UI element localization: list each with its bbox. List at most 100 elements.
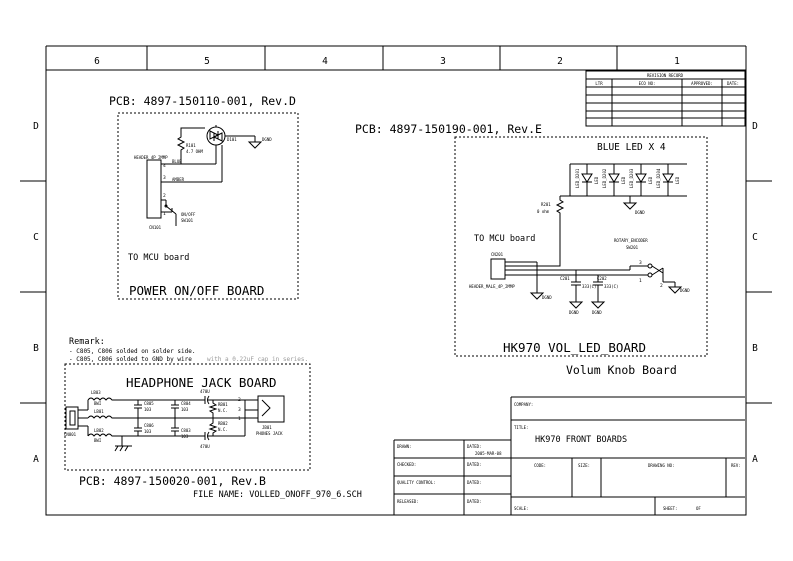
power-board-title: POWER ON/OFF BOARD xyxy=(129,283,264,298)
led-d202-ref: LED_D202 xyxy=(602,168,607,188)
zone-top-5: 5 xyxy=(204,56,210,67)
tb-drawn: DRAWN: xyxy=(397,444,411,449)
hp-lb02: LB02 xyxy=(94,428,104,433)
remark-line-2-note: with a 0.22uF cap in series. xyxy=(207,356,308,363)
power-to-mcu: TO MCU board xyxy=(128,253,189,263)
hp-lb01: LB01 xyxy=(94,409,104,414)
vol-cn-dgnd: DGND xyxy=(542,295,552,300)
vol-enc-dgnd: DGND xyxy=(680,288,690,293)
zone-left-c: C xyxy=(33,232,39,243)
headphone-board-outline xyxy=(64,363,311,471)
led-d202-label: LED xyxy=(621,176,626,184)
zone-labels: 6 5 4 3 2 1 D C B A D C B A xyxy=(33,56,758,465)
hp-c803v: 103 xyxy=(181,434,189,439)
hp-rb01: RB01 xyxy=(218,402,228,407)
file-name: FILE NAME: VOLLED_ONOFF_970_6.SCH xyxy=(193,490,362,500)
zone-top-2: 2 xyxy=(557,56,563,67)
power-cn101: CN101 xyxy=(149,225,162,230)
tb-checked-dated: DATED: xyxy=(467,462,481,467)
power-board: PCB: 4897-150110-001, Rev.D POWER ON/OFF… xyxy=(109,94,299,300)
tb-size: SIZE: xyxy=(578,463,590,468)
vol-blue-led-label: BLUE LED X 4 xyxy=(597,142,666,153)
vol-board-outline xyxy=(454,136,708,357)
zone-frame xyxy=(20,45,772,516)
led-d203-label: LED xyxy=(648,176,653,184)
led-d201-ref: LED_D201 xyxy=(575,168,580,188)
led-d203-ref: LED_D203 xyxy=(629,168,634,188)
vol-encoder-ref: SW201 xyxy=(626,245,639,250)
vol-c201: C201 xyxy=(560,276,570,281)
tb-quality-dated: DATED: xyxy=(467,480,481,485)
hp-bw2: BWI xyxy=(94,438,102,443)
revision-col-approved: APPROVED: xyxy=(691,81,713,86)
tb-title-label: TITLE: xyxy=(514,425,528,430)
revision-record-table: REVISION RECORD LTR ECO NO: APPROVED: DA… xyxy=(585,70,746,127)
power-switch-label: ON/OFF xyxy=(181,212,196,217)
tb-quality: QUALITY CONTROL: xyxy=(397,480,436,485)
zone-right-d: D xyxy=(752,121,758,132)
power-blue-label: BLUE xyxy=(172,159,182,164)
zone-top-6: 6 xyxy=(94,56,100,67)
hp-cap-top: 470U xyxy=(200,389,210,394)
title-block: COMPANY: TITLE: HK970 FRONT BOARDS DRAWN… xyxy=(393,396,745,515)
hp-c805v: 103 xyxy=(144,407,152,412)
hp-c804v: 103 xyxy=(181,407,189,412)
hp-j801: JB01 xyxy=(262,425,272,430)
tb-rev: REV: xyxy=(731,463,741,468)
vol-knob-label: Volum Knob Board xyxy=(566,363,677,377)
tb-of: OF xyxy=(696,506,701,511)
revision-col-eco: ECO NO: xyxy=(639,81,656,86)
vol-enc-pin-1: 1 xyxy=(639,278,642,284)
hp-bw1: BWI xyxy=(94,401,102,406)
zone-top-1: 1 xyxy=(674,56,680,67)
headphone-board-title: HEADPHONE JACK BOARD xyxy=(126,375,277,390)
revision-title: REVISION RECORD xyxy=(647,73,684,78)
power-pin-3: 3 xyxy=(163,175,166,181)
vol-enc-pin-2: 2 xyxy=(660,283,663,289)
tb-drawn-dated: DATED: xyxy=(467,444,481,449)
hp-c804: C804 xyxy=(181,401,191,406)
vol-c202: C202 xyxy=(597,276,607,281)
headphone-pcb-label: PCB: 4897-150020-001, Rev.B xyxy=(79,474,266,488)
hp-rb02v: N.C. xyxy=(218,427,228,432)
power-pcb-label: PCB: 4897-150110-001, Rev.D xyxy=(109,94,296,108)
hp-cap-bot: 470U xyxy=(200,444,210,449)
vol-c201-val: 333(C) xyxy=(582,284,596,289)
hp-phones-jack: PHONES JACK xyxy=(256,431,283,436)
tb-released-dated: DATED: xyxy=(467,499,481,504)
tb-scale: SCALE: xyxy=(514,506,528,511)
power-r101-val: 4.7 OHM xyxy=(186,149,203,154)
power-header-label: HEADER_4P_2MMP xyxy=(134,155,168,160)
vol-enc-pin-3: 3 xyxy=(639,260,642,266)
hp-c805: C805 xyxy=(144,401,154,406)
hp-c803: C803 xyxy=(181,428,191,433)
zone-top-3: 3 xyxy=(440,56,446,67)
vol-pcb-label: PCB: 4897-150190-001, Rev.E xyxy=(355,122,542,136)
zone-left-a: A xyxy=(33,454,39,465)
remark-line-1: - C805, C806 solded on solder side. xyxy=(69,348,195,355)
tb-checked: CHECKED: xyxy=(397,462,416,467)
led-d202: LED_D202 LED xyxy=(602,164,626,196)
power-pin-1: 1 xyxy=(163,211,166,217)
power-pin-4: 4 xyxy=(163,163,166,169)
hp-cn801: CN801 xyxy=(64,432,77,437)
tb-company: COMPANY: xyxy=(514,402,533,407)
revision-col-date: DATE: xyxy=(727,81,739,86)
hp-lb03: LB03 xyxy=(91,390,101,395)
zone-left-b: B xyxy=(33,343,39,354)
zone-left-d: D xyxy=(33,121,39,132)
tb-drawing-no: DRAWING NO: xyxy=(648,463,675,468)
tb-sheet: SHEET: xyxy=(663,506,677,511)
led-d201-label: LED xyxy=(594,176,599,184)
hp-c806: C806 xyxy=(144,423,154,428)
vol-led-dgnd: DGND xyxy=(635,210,645,215)
vol-to-mcu: TO MCU board xyxy=(474,234,535,244)
remark-line-2: - C805, C806 solded to GND by wire xyxy=(69,356,192,363)
zone-right-b: B xyxy=(752,343,758,354)
vol-led-board: PCB: 4897-150190-001, Rev.E BLUE LED X 4… xyxy=(355,122,708,377)
hp-rb02: RB02 xyxy=(218,421,228,426)
tb-code: CODE: xyxy=(534,463,546,468)
led-d204-label: LED xyxy=(675,176,680,184)
vol-c202-dgnd: DGND xyxy=(592,310,602,315)
